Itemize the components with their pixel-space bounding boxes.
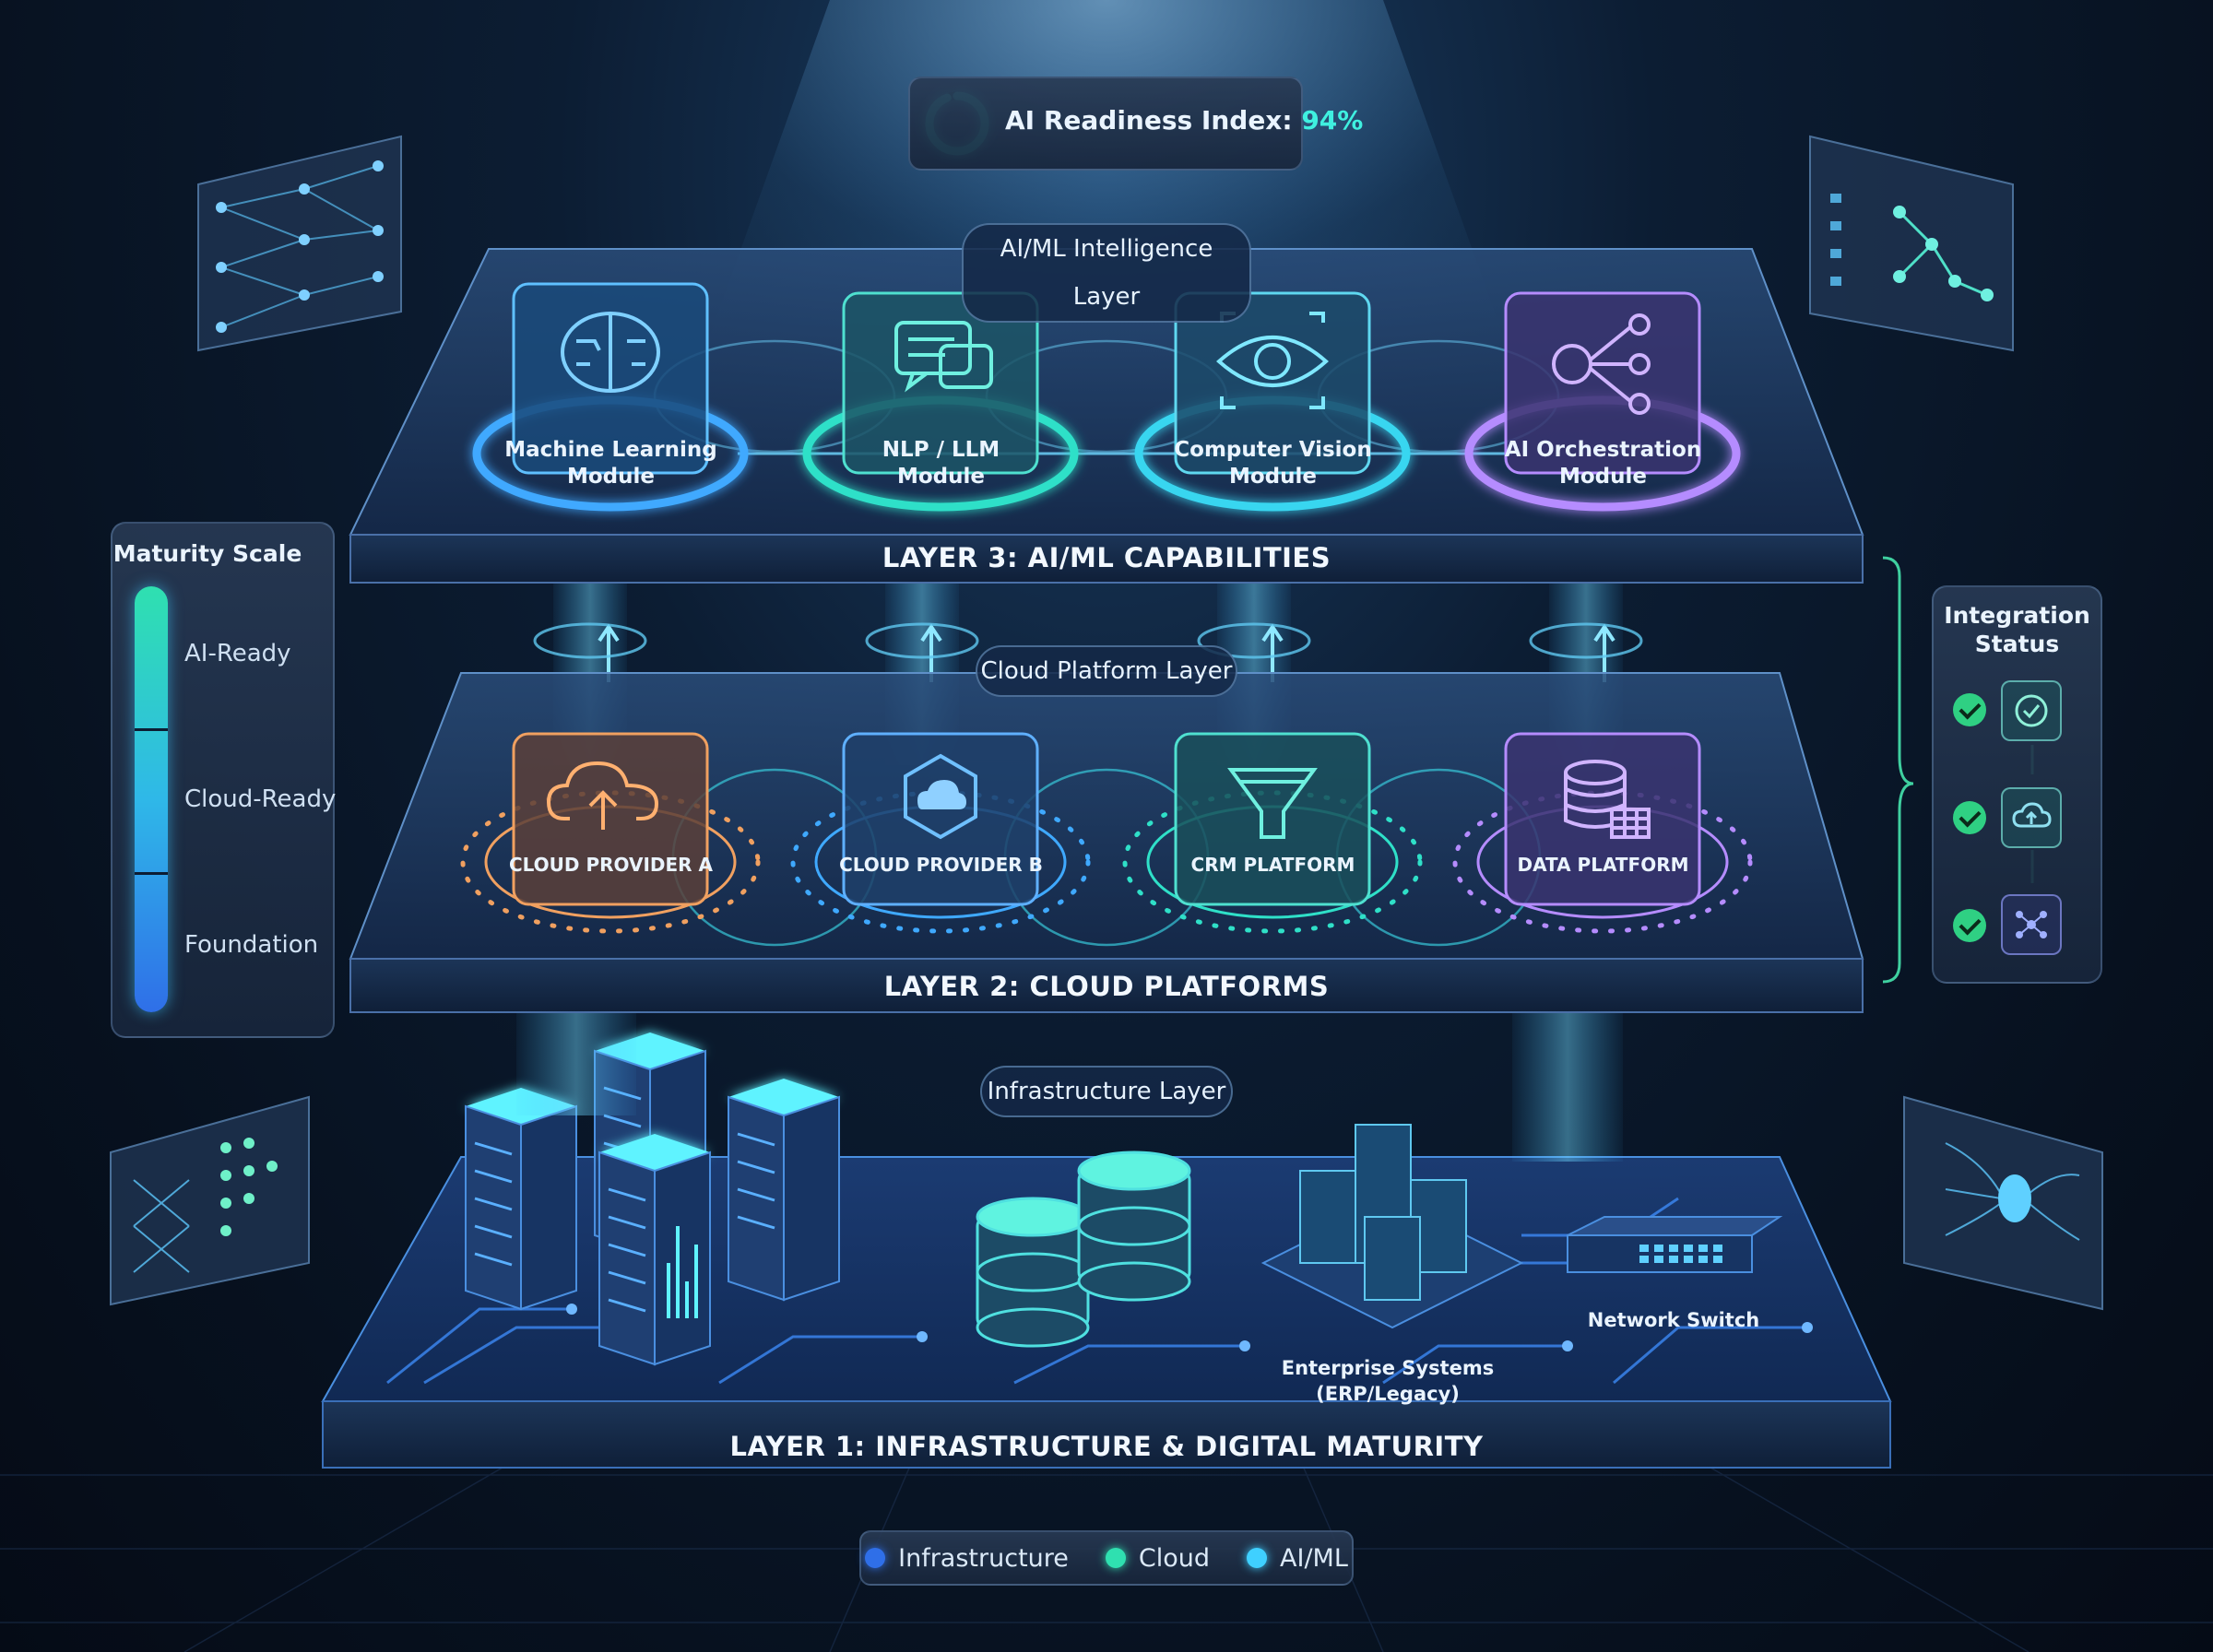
maturity-scale-title: Maturity Scale: [112, 540, 302, 567]
network-switch-label: Network Switch: [1587, 1309, 1760, 1331]
ai-module-cv-label: Computer Vision Module: [1165, 437, 1381, 490]
integration-title-line1: Integration: [1944, 602, 2090, 629]
cloud-platform-dot-rings: [460, 790, 1753, 934]
ai-module-orchestration-line1: AI Orchestration: [1504, 438, 1702, 462]
maturity-level-cloud-ready: Cloud-Ready: [184, 785, 337, 813]
enterprise-systems-line1: Enterprise Systems: [1281, 1357, 1495, 1379]
maturity-level-foundation: Foundation: [184, 931, 319, 959]
funnel-icon: [1227, 768, 1318, 839]
ai-module-nlp-label: NLP / LLM Module: [833, 437, 1049, 490]
maturity-scale-bar: [135, 586, 168, 1012]
integration-title-line2: Status: [1974, 631, 2060, 657]
database-icon: [1564, 760, 1651, 839]
legend-item-infrastructure: Infrastructure: [865, 1544, 1069, 1573]
integration-cloud-status-icon: [2001, 787, 2062, 848]
integration-infra-status-icon: [2001, 894, 2062, 955]
ai-module-ml-label: Machine Learning Module: [503, 437, 719, 490]
readiness-label: AI Readiness Index: 94%: [1005, 105, 1363, 136]
ai-module-cv-line1: Computer Vision: [1174, 438, 1372, 462]
ai-module-ml-line2: Module: [566, 465, 655, 489]
graph-analytics-panel: [1809, 135, 2014, 352]
infra-layer-tag: Infrastructure Layer: [980, 1066, 1233, 1117]
ai-module-cv-line2: Module: [1228, 465, 1317, 489]
cloud-provider-b-label: CLOUD PROVIDER B: [839, 854, 1043, 876]
ai-module-orchestration-label: AI Orchestration Module: [1495, 437, 1711, 490]
neural-network-panel: [197, 135, 402, 352]
cloud-upload-icon: [546, 761, 659, 830]
legend-item-ai-ml: AI/ML: [1247, 1544, 1348, 1573]
data-platform-label: DATA PLATFORM: [1517, 854, 1689, 876]
maturity-divider-1: [135, 728, 168, 731]
ai-module-ml-line1: Machine Learning: [504, 438, 717, 462]
cloud-platform-tiles: [512, 732, 1701, 906]
integration-ai-status-icon: [2001, 680, 2062, 741]
enterprise-systems-label: Enterprise Systems (ERP/Legacy): [1245, 1355, 1531, 1407]
ai-module-nlp-line1: NLP / LLM: [882, 438, 1000, 462]
layer2-title: LAYER 2: CLOUD PLATFORMS: [883, 971, 1330, 1002]
ai-module-orchestration-line2: Module: [1558, 465, 1647, 489]
network-switch: [1567, 1216, 1783, 1273]
legend-label-ai-ml: AI/ML: [1280, 1543, 1348, 1573]
data-hub-panel: [1903, 1095, 2103, 1311]
readiness-index-card: [908, 77, 1303, 171]
brain-icon: [561, 312, 660, 393]
enterprise-systems-building: [1260, 1124, 1524, 1329]
integration-check-icon-3: [1953, 909, 1986, 942]
legend-dot-cloud: [1105, 1548, 1126, 1568]
ai-platform-surface: [349, 248, 1864, 584]
legend-label-infrastructure: Infrastructure: [898, 1543, 1069, 1573]
network-graph-panel: [110, 1095, 310, 1306]
layer3-title: LAYER 3: AI/ML CAPABILITIES: [882, 542, 1331, 573]
legend-dot-ai-ml: [1247, 1548, 1268, 1568]
enterprise-systems-line2: (ERP/Legacy): [1316, 1383, 1460, 1405]
layer1-title: LAYER 1: INFRASTRUCTURE & DIGITAL MATURI…: [729, 1431, 1484, 1462]
integration-check-icon-2: [1953, 801, 1986, 834]
crm-platform-label: CRM PLATFORM: [1190, 854, 1355, 876]
cloud-platform-surface: [349, 672, 1864, 1013]
legend: Infrastructure Cloud AI/ML: [859, 1530, 1354, 1586]
legend-dot-infrastructure: [865, 1548, 886, 1568]
integration-check-icon-1: [1953, 693, 1986, 726]
cloud-hex-icon: [904, 753, 977, 840]
readiness-label-text: AI Readiness Index:: [1005, 105, 1293, 136]
cloud-provider-a-label: CLOUD PROVIDER A: [508, 854, 714, 876]
maturity-divider-2: [135, 872, 168, 875]
server-rack-group: [465, 1032, 840, 1366]
cloud-layer-tag: Cloud Platform Layer: [976, 645, 1237, 697]
ai-module-nlp-line2: Module: [896, 465, 985, 489]
orchestration-icon: [1552, 313, 1651, 415]
legend-label-cloud: Cloud: [1138, 1543, 1211, 1573]
integration-bracket: [1882, 556, 1914, 984]
integration-status-title: Integration Status: [1932, 601, 2102, 658]
storage-database-stack: [976, 1150, 1191, 1348]
maturity-level-ai-ready: AI-Ready: [184, 640, 291, 667]
readiness-value: 94%: [1301, 105, 1364, 136]
ai-layer-tag: AI/ML Intelligence Layer: [962, 223, 1251, 323]
chat-icon: [894, 321, 993, 393]
legend-item-cloud: Cloud: [1105, 1543, 1211, 1573]
